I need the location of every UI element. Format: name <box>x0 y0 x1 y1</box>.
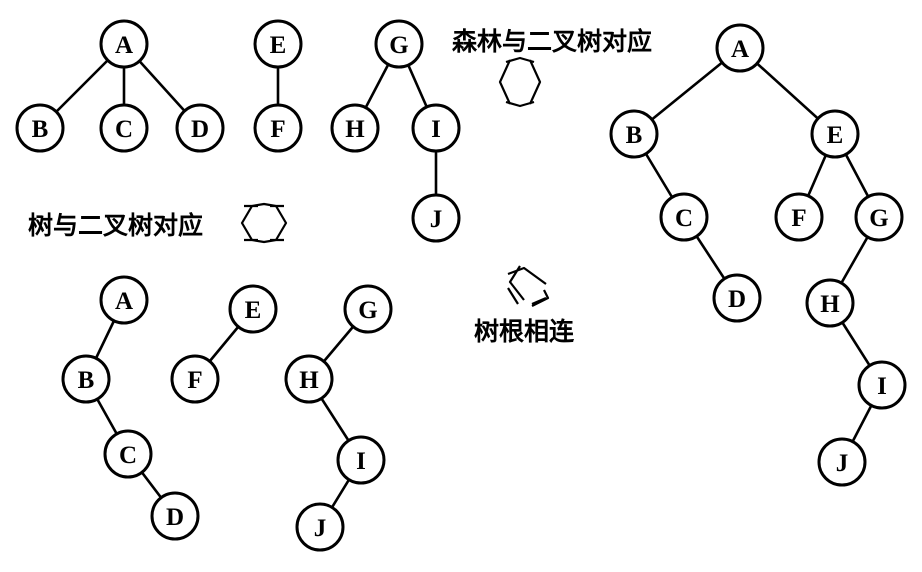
node-label: F <box>791 205 806 232</box>
node-comb-j: J <box>817 437 867 487</box>
node-label: B <box>78 367 95 394</box>
node-forest-g: G <box>374 19 424 69</box>
node-forest-i: I <box>411 103 461 153</box>
caption-connect-roots: 树根相连 <box>474 317 575 346</box>
node-comb-b: B <box>609 109 659 159</box>
node-circle <box>99 19 149 69</box>
node-circle <box>374 19 424 69</box>
node-circle <box>253 19 303 69</box>
node-bin1-c: C <box>103 429 153 479</box>
node-forest-e: E <box>253 19 303 69</box>
rotated-double-arrow-icon <box>507 265 550 307</box>
node-label: H <box>820 291 840 318</box>
node-bin3-h: H <box>284 354 334 404</box>
node-circle <box>228 284 278 334</box>
node-label: J <box>314 515 327 542</box>
node-circle <box>15 103 65 153</box>
node-circle <box>712 273 762 323</box>
node-bin2-f: F <box>170 354 220 404</box>
node-circle <box>411 193 461 243</box>
caption-tree-to-binary: 树与二叉树对应 <box>28 211 204 240</box>
node-circle <box>103 429 153 479</box>
node-bin3-j: J <box>295 502 345 552</box>
node-circle <box>253 103 303 153</box>
node-label: G <box>389 32 408 59</box>
node-circle <box>857 360 907 410</box>
node-label: D <box>728 286 746 313</box>
node-comb-a: A <box>715 23 765 73</box>
vertical-double-arrow-icon <box>498 56 542 108</box>
node-label: I <box>431 116 441 143</box>
node-circle <box>659 192 709 242</box>
node-label: E <box>827 122 844 149</box>
node-circle <box>284 354 334 404</box>
node-forest-f: F <box>253 103 303 153</box>
node-circle <box>99 275 149 325</box>
node-circle <box>343 284 393 334</box>
node-label: E <box>270 32 287 59</box>
node-label: D <box>191 116 209 143</box>
caption-forest-to-binary: 森林与二叉树对应 <box>452 27 653 56</box>
node-bin1-b: B <box>61 354 111 404</box>
node-label: J <box>430 206 443 233</box>
node-comb-i: I <box>857 360 907 410</box>
node-label: H <box>299 367 319 394</box>
node-label: I <box>877 373 887 400</box>
node-circle <box>330 103 380 153</box>
node-label: D <box>166 504 184 531</box>
node-label: B <box>626 122 643 149</box>
node-bin3-g: G <box>343 284 393 334</box>
node-bin1-a: A <box>99 275 149 325</box>
node-label: E <box>245 297 262 324</box>
node-label: J <box>836 450 849 477</box>
node-comb-h: H <box>805 278 855 328</box>
node-circle <box>150 491 200 541</box>
node-circle <box>805 278 855 328</box>
node-label: G <box>869 205 888 232</box>
node-comb-f: F <box>774 192 824 242</box>
node-forest-a: A <box>99 19 149 69</box>
node-circle <box>817 437 867 487</box>
node-bin1-d: D <box>150 491 200 541</box>
node-bin2-e: E <box>228 284 278 334</box>
node-forest-c: C <box>99 103 149 153</box>
node-label: F <box>270 116 285 143</box>
node-label: B <box>32 116 49 143</box>
node-circle <box>715 23 765 73</box>
node-circle <box>774 192 824 242</box>
node-label: A <box>115 288 133 315</box>
node-label: G <box>358 297 377 324</box>
node-forest-j: J <box>411 193 461 243</box>
node-label: A <box>115 32 133 59</box>
node-circle <box>170 354 220 404</box>
node-circle <box>810 109 860 159</box>
node-comb-e: E <box>810 109 860 159</box>
node-circle <box>336 435 386 485</box>
node-label: I <box>356 448 366 475</box>
node-circle <box>854 192 904 242</box>
nodes-layer: A B C D E F G H I J A B C D E F G H I J A B C D E F G H I J <box>15 19 907 552</box>
node-circle <box>175 103 225 153</box>
vertical-double-arrow-icon <box>240 202 288 244</box>
node-label: F <box>187 367 202 394</box>
node-label: A <box>731 36 749 63</box>
node-label: C <box>675 205 693 232</box>
node-label: C <box>119 442 137 469</box>
node-circle <box>99 103 149 153</box>
node-circle <box>609 109 659 159</box>
node-forest-h: H <box>330 103 380 153</box>
node-label: C <box>115 116 133 143</box>
node-forest-d: D <box>175 103 225 153</box>
node-comb-g: G <box>854 192 904 242</box>
node-circle <box>411 103 461 153</box>
node-bin3-i: I <box>336 435 386 485</box>
node-comb-c: C <box>659 192 709 242</box>
node-comb-d: D <box>712 273 762 323</box>
node-circle <box>61 354 111 404</box>
node-circle <box>295 502 345 552</box>
node-label: H <box>345 116 365 143</box>
node-forest-b: B <box>15 103 65 153</box>
